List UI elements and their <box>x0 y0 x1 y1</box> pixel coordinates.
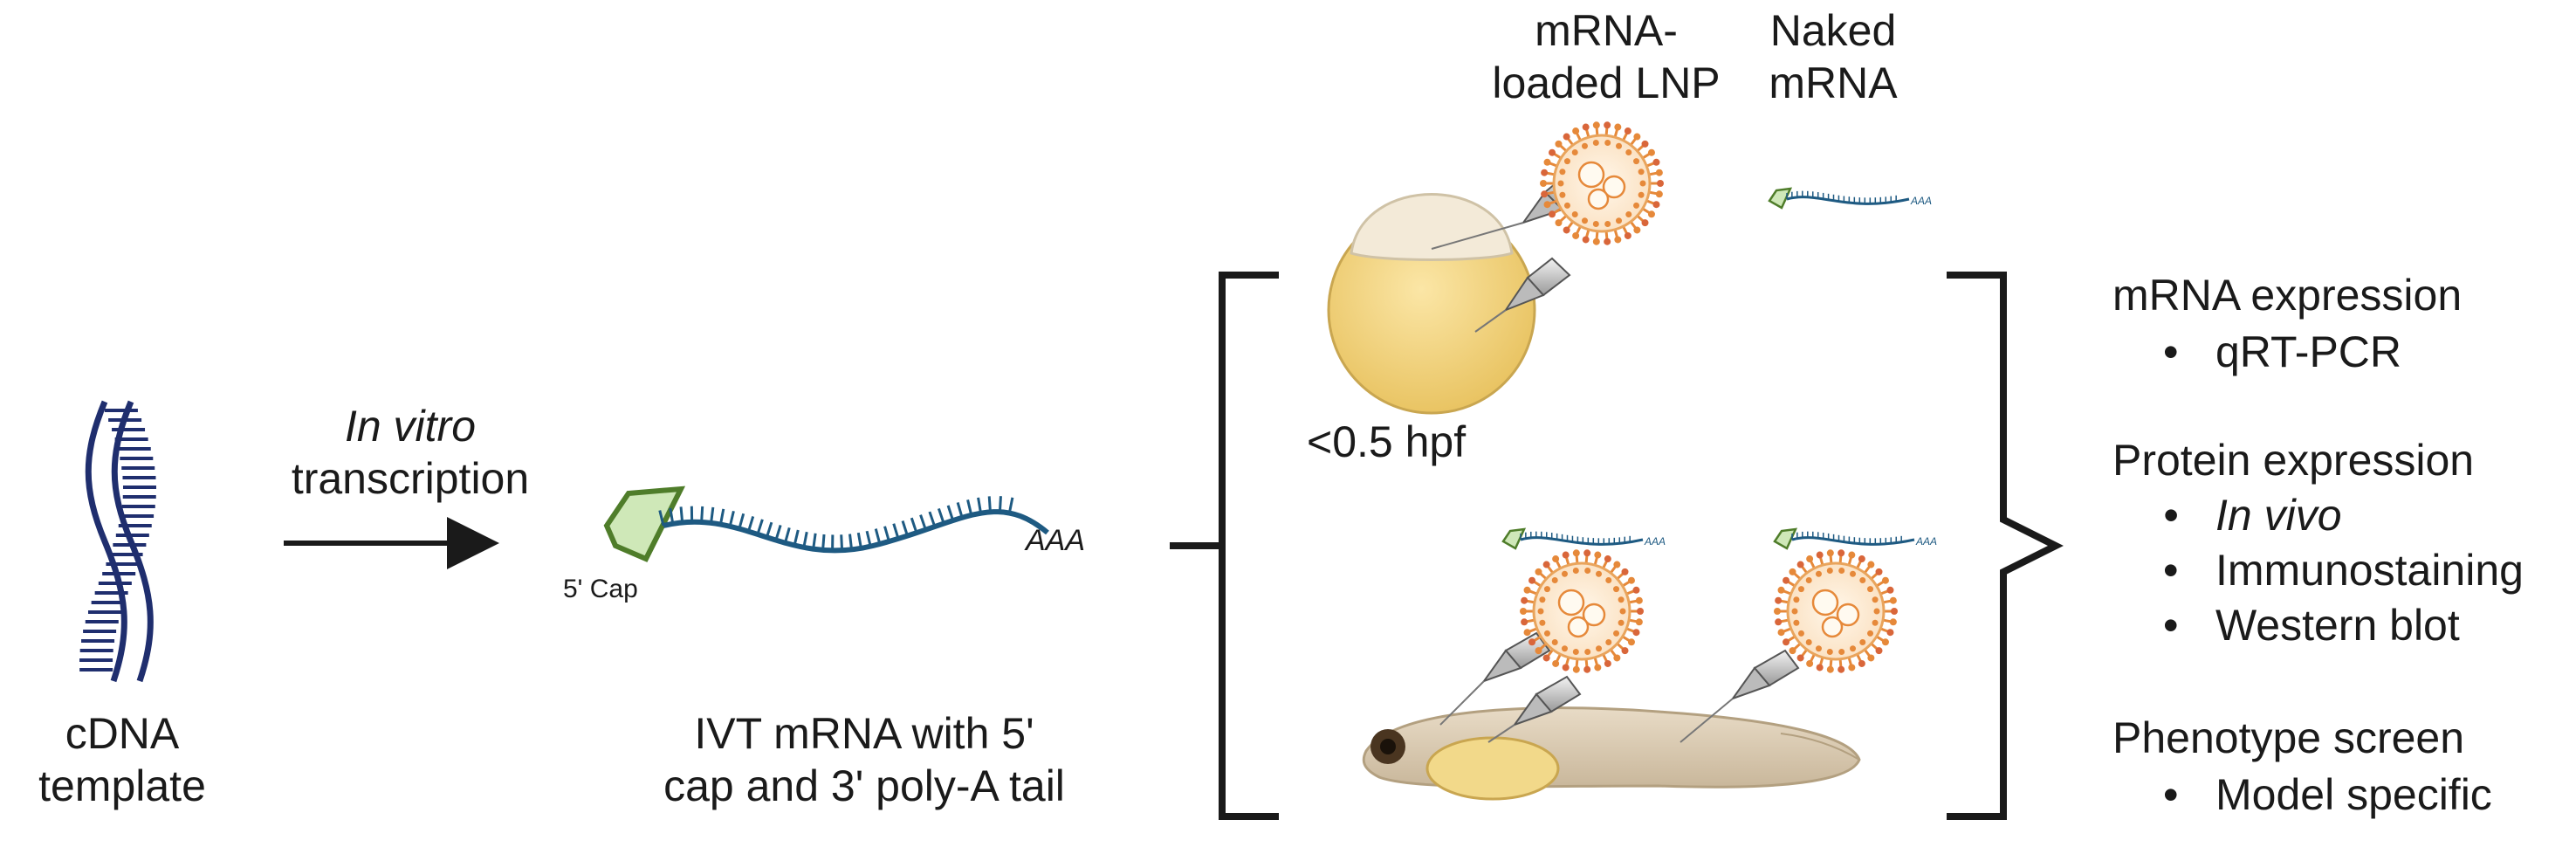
poly-a-tail-label: AAA <box>1026 524 1086 557</box>
injection-needle-icon <box>1487 675 1582 743</box>
mrna-caption-line2: cap and 3' poly-A tail <box>663 761 1065 810</box>
lnp-particle-icon <box>1540 121 1664 245</box>
naked-mrna-label-line2: mRNA <box>1769 59 1898 107</box>
svg-text:AAA: AAA <box>1910 195 1932 207</box>
lnp-particle-icon <box>1774 549 1898 673</box>
readout-item: Western blot <box>2163 599 2460 651</box>
cdna-label: cDNA template <box>26 707 218 812</box>
naked-mrna-icon: AAA <box>1501 527 1666 550</box>
cdna-label-line1: cDNA <box>65 709 180 758</box>
injection-needle-icon <box>1439 631 1551 726</box>
lnp-particle-icon <box>1520 549 1644 673</box>
lnp-label-line2: loaded LNP <box>1492 59 1721 107</box>
svg-text:AAA: AAA <box>1644 535 1666 548</box>
mrna-caption-line1: IVT mRNA with 5' <box>694 709 1034 758</box>
cdna-helix-icon <box>79 400 156 683</box>
readout-item: In vivo <box>2163 489 2341 541</box>
left-bracket <box>1170 272 1279 820</box>
naked-mrna-icon: AAA <box>1773 527 1937 550</box>
cap-label: 5' Cap <box>563 575 638 603</box>
zebrafish-larva-icon <box>1362 706 1861 801</box>
phenotype-screen-heading: Phenotype screen <box>2112 713 2465 762</box>
lnp-label: mRNA- loaded LNP <box>1484 4 1728 109</box>
transcription-label: In vitro transcription <box>262 400 559 505</box>
naked-mrna-label: Naked mRNA <box>1746 4 1920 109</box>
svg-text:AAA: AAA <box>1915 535 1937 548</box>
transcription-label-line2: transcription <box>291 454 530 503</box>
readout-item: Immunostaining <box>2163 544 2524 596</box>
mrna-caption: IVT mRNA with 5' cap and 3' poly-A tail <box>602 707 1126 812</box>
cdna-label-line2: template <box>38 761 206 810</box>
lnp-label-line1: mRNA- <box>1535 6 1678 55</box>
zebrafish-embryo-icon <box>1327 193 1536 415</box>
mrna-strand-icon <box>603 486 1049 562</box>
naked-mrna-icon: AAA <box>1768 187 1932 210</box>
readout-item: Model specific <box>2163 768 2492 821</box>
right-bracket <box>1947 272 2064 820</box>
readout-item: qRT-PCR <box>2163 326 2401 378</box>
injection-needle-icon <box>1680 649 1800 743</box>
mrna-expression-heading: mRNA expression <box>2112 271 2463 320</box>
transcription-label-line1: In vitro <box>344 402 477 451</box>
protein-expression-heading: Protein expression <box>2112 436 2475 485</box>
injection-needle-icon <box>1474 257 1571 333</box>
stage-label: <0.5 hpf <box>1307 417 1467 466</box>
naked-mrna-label-line1: Naked <box>1769 6 1897 55</box>
